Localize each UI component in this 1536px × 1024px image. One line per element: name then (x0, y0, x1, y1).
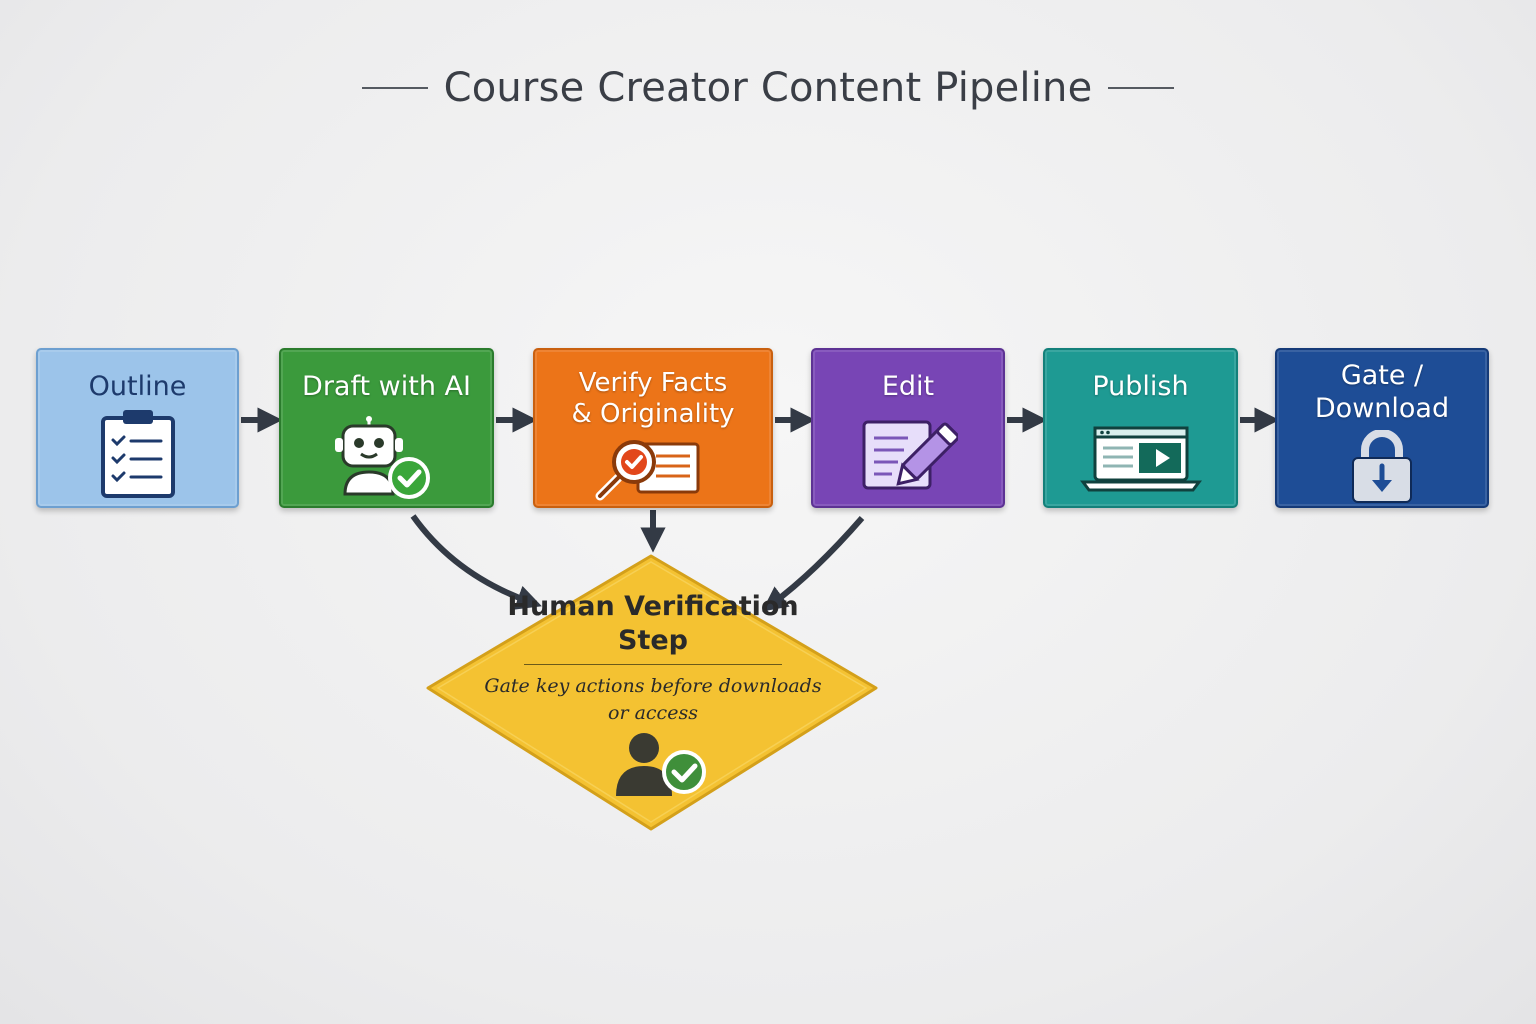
document-pencil-icon (858, 418, 960, 496)
step-draft-label: Draft with AI (302, 371, 471, 402)
human-verification-diamond (426, 554, 878, 831)
step-draft-with-ai: Draft with AI (279, 348, 494, 508)
step-verify-facts-originality: Verify Facts & Originality (533, 348, 773, 508)
step-edit: Edit (811, 348, 1005, 508)
human-verification-note: Gate key actions before downloads or acc… (484, 675, 822, 724)
title-row: Course Creator Content Pipeline (0, 58, 1536, 118)
lock-download-icon (1347, 429, 1417, 508)
step-verify-label: Verify Facts & Originality (571, 368, 735, 429)
step-publish: Publish (1043, 348, 1238, 508)
human-verification-divider (524, 664, 782, 665)
clipboard-checklist-icon (95, 408, 181, 504)
robot-check-icon (327, 416, 447, 504)
diagram-title: Course Creator Content Pipeline (443, 65, 1093, 111)
human-verification-content: Human Verification Step Gate key actions… (480, 590, 826, 727)
arrow-edit-to-verification (761, 516, 865, 612)
title-rule-left (361, 87, 428, 89)
person-check-icon (612, 730, 708, 802)
step-edit-label: Edit (881, 371, 935, 402)
title-rule-right (1108, 87, 1175, 89)
step-gate-label: Gate / Download (1314, 360, 1450, 424)
magnifier-check-document-icon (594, 438, 712, 506)
step-outline-label: Outline (88, 371, 187, 402)
human-verification-title: Human Verification Step (507, 591, 799, 656)
step-outline: Outline (36, 348, 239, 508)
arrow-draft-to-verification (410, 514, 542, 610)
step-gate-download: Gate / Download (1275, 348, 1489, 508)
laptop-video-icon (1077, 424, 1205, 496)
step-publish-label: Publish (1092, 371, 1189, 402)
